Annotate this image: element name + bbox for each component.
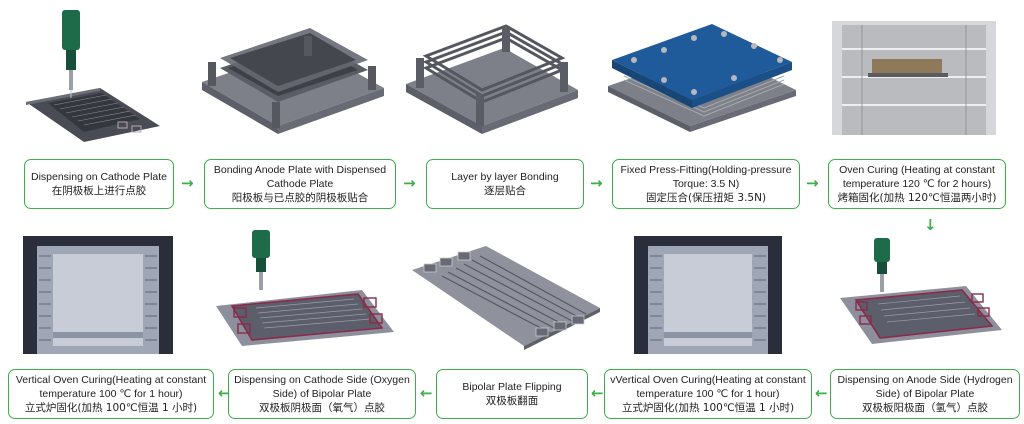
right-arrow-icon: →: [806, 174, 819, 192]
right-arrow-icon: →: [181, 174, 194, 192]
step-box-8: Bipolar Plate Flipping 双极板翻面: [436, 369, 588, 419]
step-box-4: Fixed Press-Fitting(Holding-pressure Tor…: [612, 159, 800, 209]
step-5-zh: 烤箱固化(加热 120℃恒温两小时): [837, 192, 997, 204]
step-8-en: Bipolar Plate Flipping: [462, 381, 562, 393]
step-box-2: Bonding Anode Plate with Dispensed Catho…: [204, 159, 396, 209]
image-dispensing-cathode-side: [216, 230, 394, 346]
step-4-en: Fixed Press-Fitting(Holding-pressure Tor…: [620, 164, 792, 190]
image-bipolar-plate-flipping: [412, 246, 600, 350]
step-3-en: Layer by layer Bonding: [451, 171, 559, 183]
step-3-zh: 逐层贴合: [484, 185, 526, 197]
step-9-zh: 双极板阴极面（氧气）点胶: [259, 402, 385, 414]
left-arrow-icon: ←: [420, 384, 433, 402]
step-box-7: vVertical Oven Curing(Heating at constan…: [604, 369, 812, 419]
left-arrow-icon: ←: [591, 384, 604, 402]
step-1-en: Dispensing on Cathode Plate: [30, 171, 167, 183]
right-arrow-icon: →: [590, 174, 603, 192]
left-arrow-icon: ←: [815, 384, 828, 402]
image-dispensing-cathode-plate: [26, 10, 160, 142]
step-2-en: Bonding Anode Plate with Dispensed Catho…: [213, 164, 387, 190]
image-vertical-oven-2: [634, 236, 782, 354]
step-box-6: Dispensing on Anode Side (Hydrogen Side)…: [830, 369, 1020, 419]
step-box-3: Layer by layer Bonding 逐层贴合: [426, 159, 584, 209]
image-bonding-anode-plate: [202, 28, 384, 134]
right-arrow-icon: →: [403, 174, 416, 192]
step-6-en: Dispensing on Anode Side (Hydrogen Side)…: [837, 374, 1013, 400]
step-7-en: vVertical Oven Curing(Heating at constan…: [610, 374, 806, 400]
image-oven-curing: [832, 21, 996, 135]
image-press-fitting: [608, 24, 796, 132]
image-dispensing-anode-side: [840, 238, 1002, 344]
step-10-zh: 立式炉固化(加热 100℃恒温 1 小时): [24, 402, 198, 414]
step-10-en: Vertical Oven Curing(Heating at constant…: [15, 374, 207, 400]
image-vertical-oven-1: [23, 236, 173, 354]
down-arrow-icon: ↓: [924, 216, 937, 234]
step-1-zh: 在阴极板上进行点胶: [51, 185, 147, 197]
step-5-en: Oven Curing (Heating at constant tempera…: [839, 164, 995, 190]
step-6-zh: 双极板阳极面（氢气）点胶: [862, 402, 988, 414]
step-box-10: Vertical Oven Curing(Heating at constant…: [8, 369, 214, 419]
step-box-5: Oven Curing (Heating at constant tempera…: [828, 159, 1006, 209]
step-2-zh: 阳极板与已点胶的阴极板贴合: [231, 192, 369, 204]
step-box-1: Dispensing on Cathode Plate 在阴极板上进行点胶: [24, 159, 174, 209]
step-8-zh: 双极板翻面: [485, 395, 539, 407]
step-7-zh: 立式炉固化(加热 100℃恒温 1 小时): [621, 402, 795, 414]
step-9-en: Dispensing on Cathode Side (Oxygen Side)…: [234, 374, 410, 400]
image-layer-bonding: [406, 24, 578, 134]
step-box-9: Dispensing on Cathode Side (Oxygen Side)…: [228, 369, 416, 419]
step-4-zh: 固定压合(保压扭矩 3.5N): [645, 192, 767, 204]
left-arrow-icon: ←: [218, 384, 231, 402]
